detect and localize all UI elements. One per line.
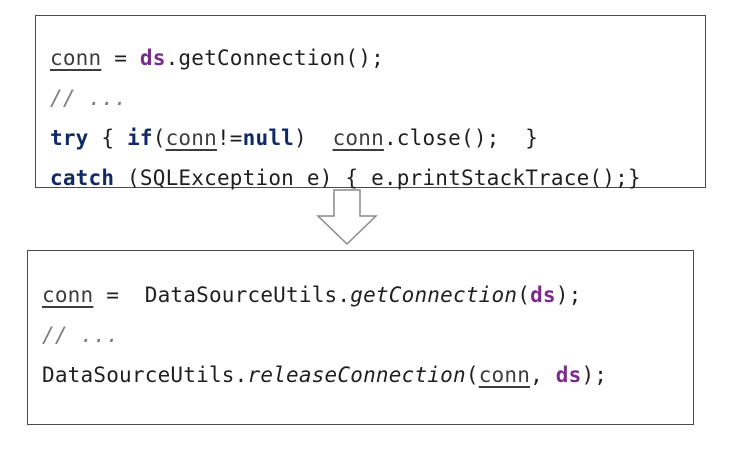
code-comment: // ... [42,323,120,347]
original-code-box: conn = ds.getConnection(); // ... try { … [35,15,706,190]
refactored-code-box: conn = DataSourceUtils.getConnection(ds)… [27,250,694,425]
code-comment: // ... [50,86,128,110]
get-connection-method: getConnection [350,283,518,307]
conn-field: conn [332,126,384,150]
ds-variable: ds [139,46,166,70]
ds-variable: ds [555,363,582,387]
ds-variable: ds [530,283,556,307]
release-connection-method: releaseConnection [247,363,466,387]
down-arrow-icon [316,189,378,246]
code-line-catch: catch (SQLException e) { e.printStackTra… [50,166,641,190]
conn-field: conn [165,126,217,150]
conn-field: conn [478,363,531,387]
conn-field: conn [42,283,94,307]
code-line-get-connection: conn = ds.getConnection(); [50,46,384,70]
code-line-utils-get-connection: conn = DataSourceUtils.getConnection(ds)… [42,283,582,307]
if-keyword: if [127,126,153,150]
null-keyword: null [242,126,295,150]
code-line-try-close: try { if(conn!=null) conn.close(); } [50,126,539,150]
try-keyword: try [50,126,89,150]
conn-field: conn [50,46,102,70]
catch-keyword: catch [50,166,115,190]
code-line-release-connection: DataSourceUtils.releaseConnection(conn, … [42,363,608,387]
